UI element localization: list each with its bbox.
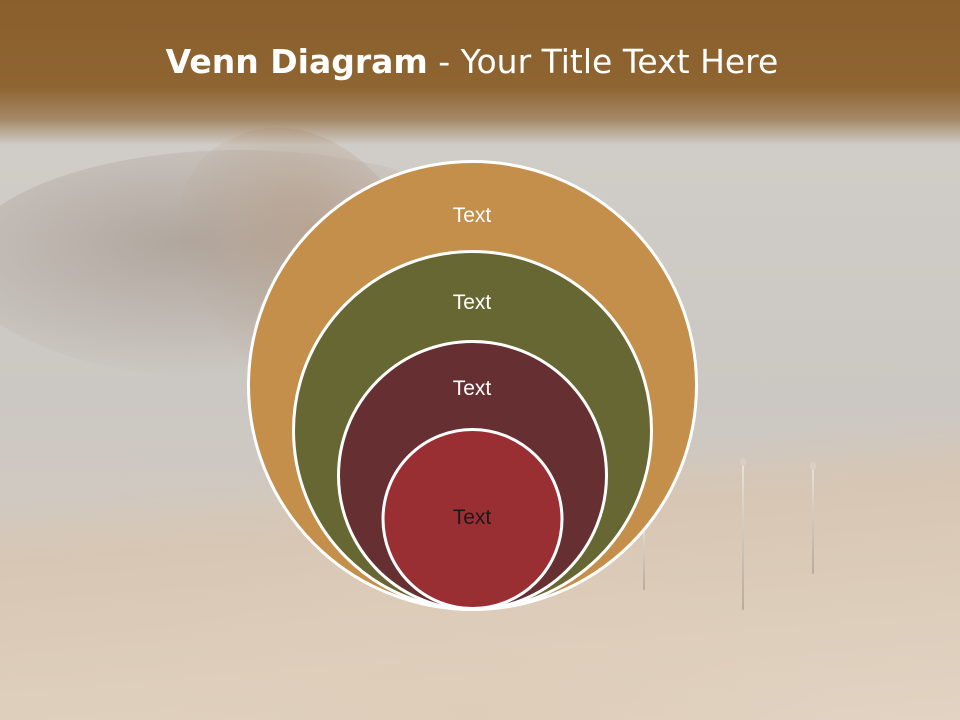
inner-circle[interactable]	[381, 428, 564, 610]
title-bold: Venn Diagram	[165, 42, 428, 81]
slide-title[interactable]: Venn Diagram - Your Title Text Here	[0, 40, 944, 84]
title-rest: - Your Title Text Here	[427, 42, 779, 81]
needle-2	[740, 458, 746, 610]
second-circle-label: Text	[452, 291, 492, 314]
title-bar: Venn Diagram - Your Title Text Here	[0, 0, 960, 145]
needle-3	[810, 462, 816, 574]
outer-circle-label: Text	[452, 204, 492, 227]
inner-circle-label: Text	[452, 506, 492, 529]
third-circle-label: Text	[452, 377, 492, 400]
